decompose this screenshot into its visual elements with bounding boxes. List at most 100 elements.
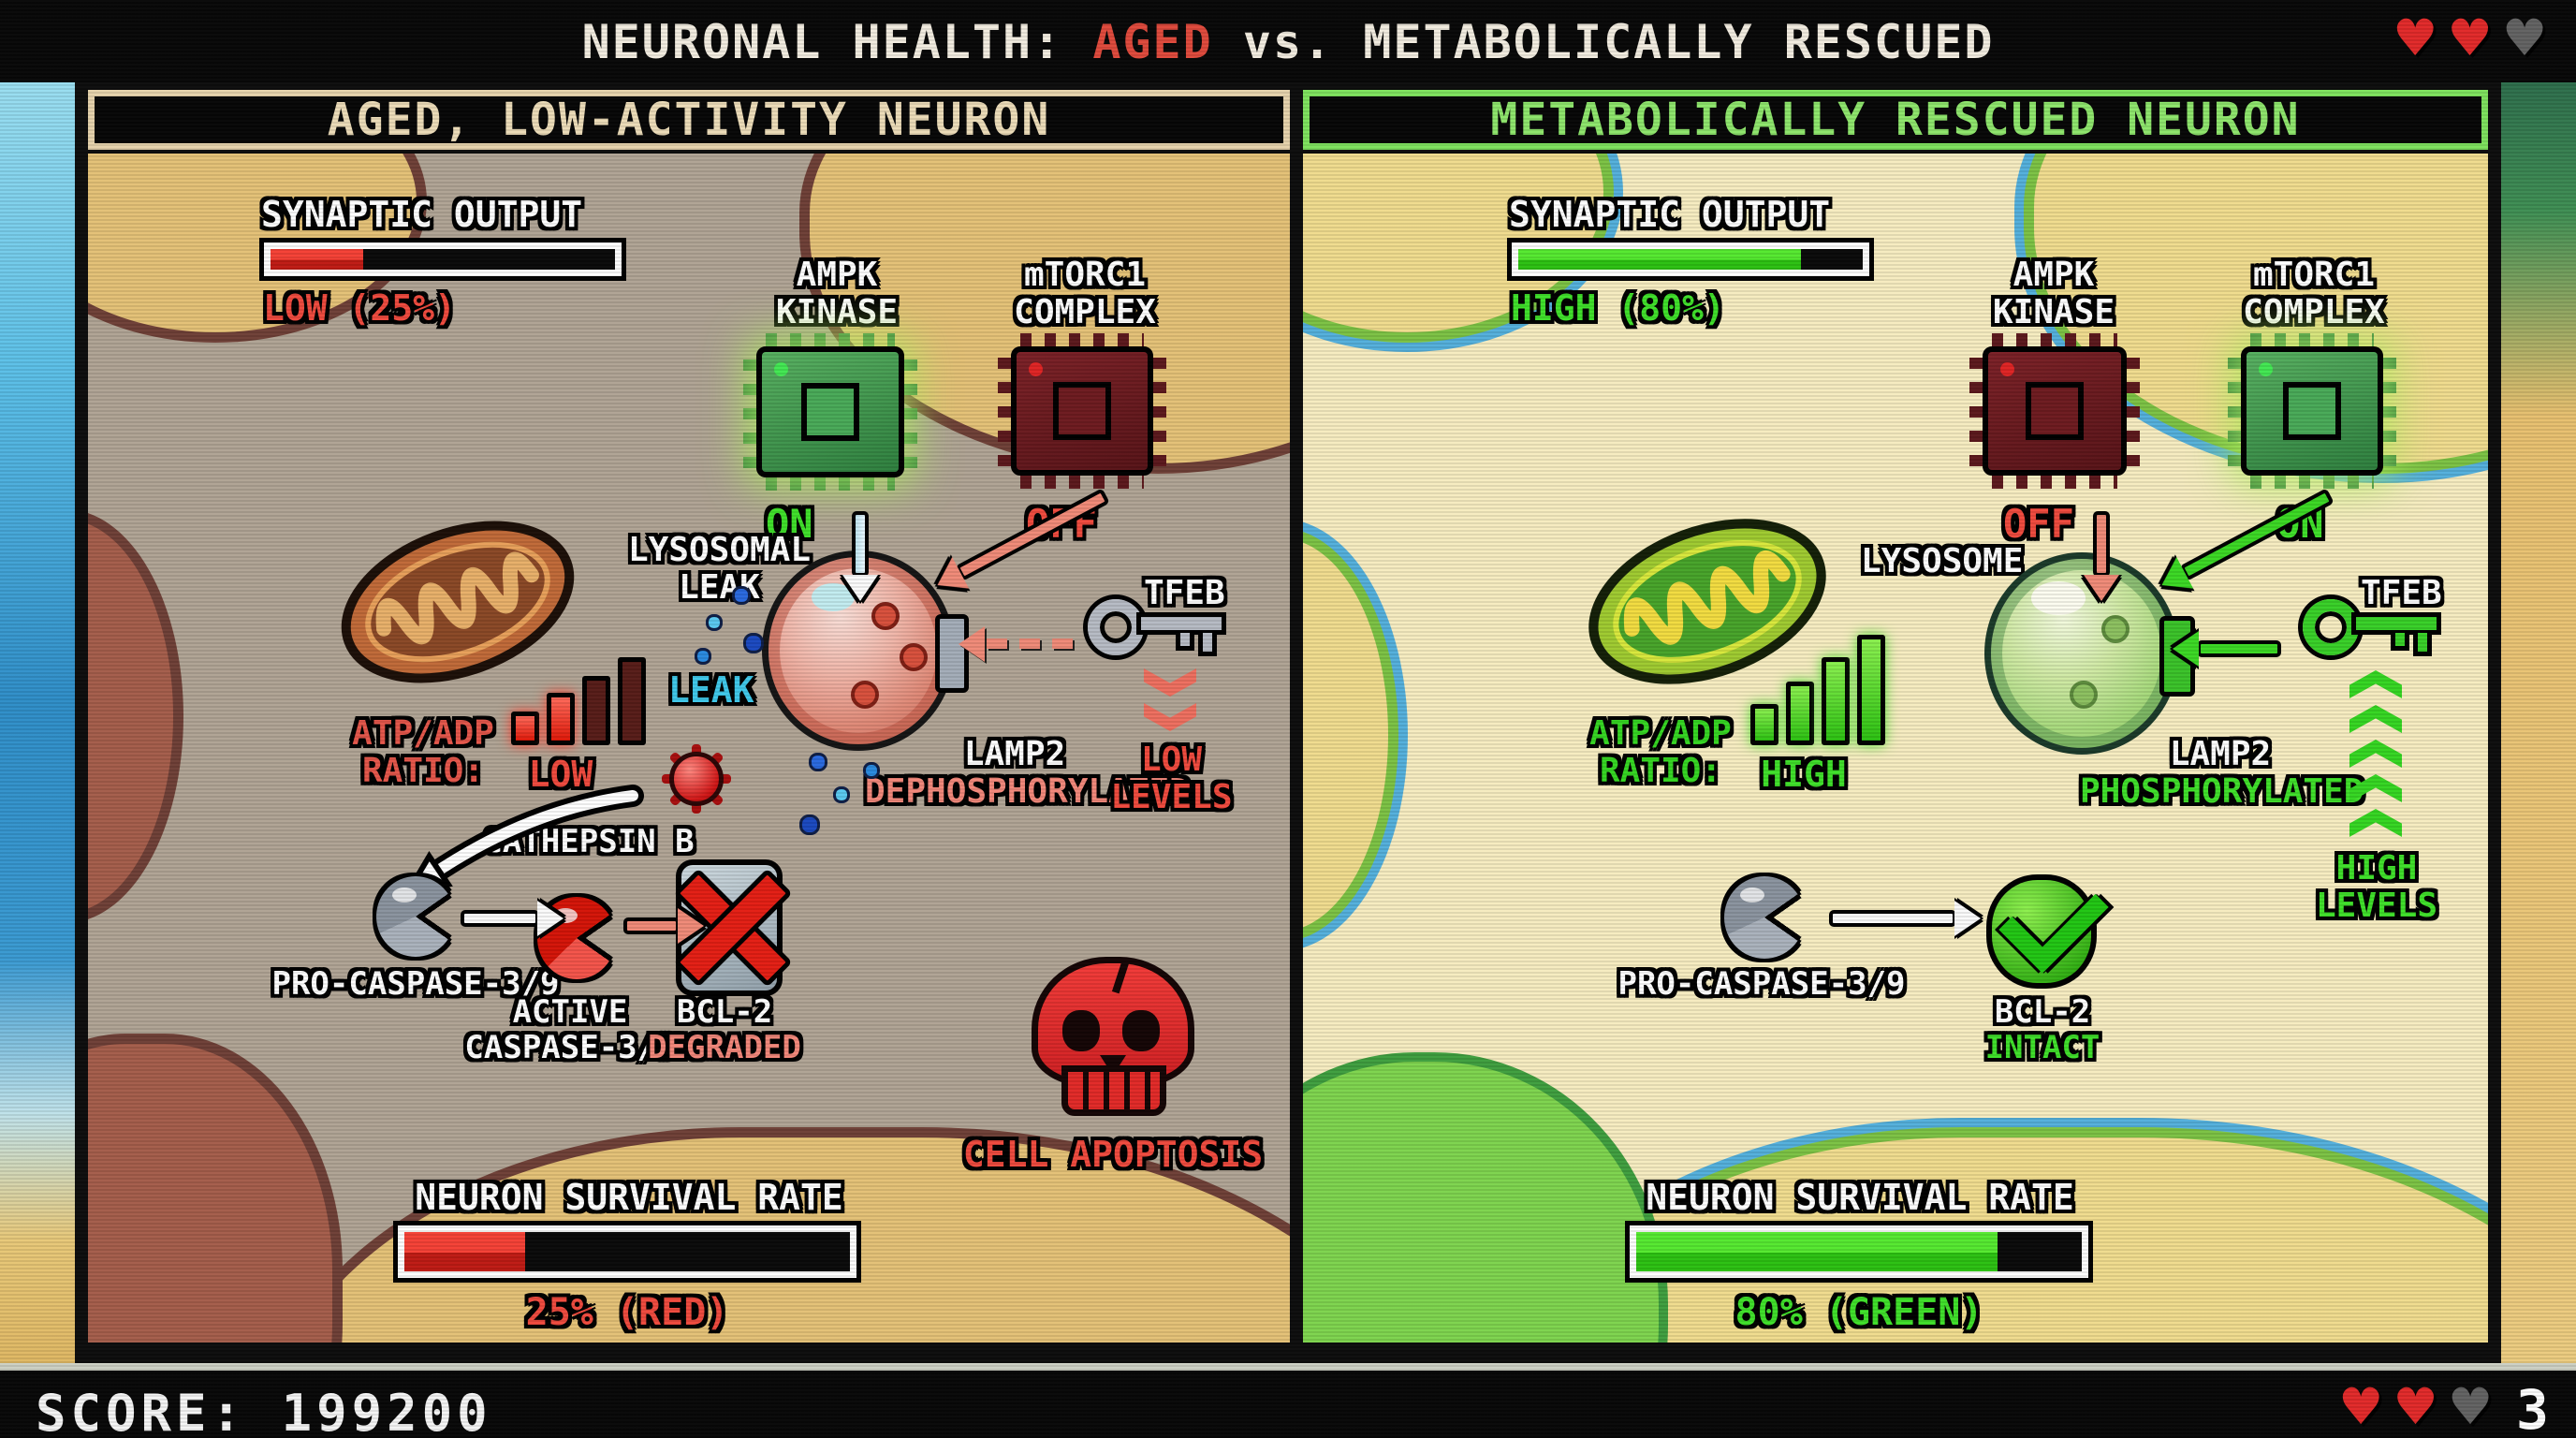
title-part1: NEURONAL HEALTH: bbox=[581, 15, 1093, 69]
score-display: SCORE: 199200 bbox=[36, 1384, 492, 1438]
synaptic-output-status: LOW (25%) bbox=[263, 287, 456, 329]
heart-icon: ♥ bbox=[2393, 8, 2438, 67]
leak-droplet bbox=[695, 648, 711, 665]
beach-background bbox=[2501, 82, 2576, 1371]
atp-adp-value: LOW bbox=[528, 754, 593, 795]
leak-droplet bbox=[833, 786, 850, 803]
synaptic-output-status: HIGH (80%) bbox=[1511, 287, 1725, 329]
tfeb-arrow-icon bbox=[2197, 640, 2281, 657]
tfeb-label: TFEB bbox=[1144, 574, 1225, 612]
synaptic-output-meter bbox=[1507, 238, 1874, 281]
heart-icon: ♥ bbox=[2393, 1377, 2438, 1436]
procaspase-label: PRO-CASPASE-3/9 bbox=[1617, 965, 1906, 1003]
lives-count: 3 bbox=[2516, 1378, 2549, 1438]
arrow-icon bbox=[1829, 910, 1956, 927]
left-header-label: AGED, LOW-ACTIVITY NEURON bbox=[327, 94, 1051, 146]
signal-bars-icon bbox=[1750, 635, 1885, 745]
tfeb-key-icon bbox=[2303, 595, 2443, 663]
procaspase-label: PRO-CASPASE-3/9 bbox=[271, 965, 560, 1003]
bottom-bar bbox=[0, 1371, 2576, 1438]
leak-droplet bbox=[799, 814, 820, 835]
leak-droplet bbox=[809, 753, 827, 771]
meter-fill bbox=[404, 1232, 525, 1271]
ampk-chip-icon bbox=[1969, 333, 2140, 489]
lysosome-icon bbox=[1984, 552, 2179, 755]
down-arrow-icon bbox=[852, 511, 869, 577]
mitochondrion-icon bbox=[1588, 519, 1826, 684]
survival-status: 25% (RED) bbox=[525, 1291, 729, 1334]
atp-adp-value: HIGH bbox=[1761, 754, 1847, 795]
survival-label: NEURON SURVIVAL RATE bbox=[415, 1177, 843, 1218]
heart-empty-icon: ♥ bbox=[2501, 8, 2548, 67]
right-header-label: METABOLICALLY RESCUED NEURON bbox=[1490, 94, 2301, 146]
synaptic-output-label: SYNAPTIC OUTPUT bbox=[1509, 194, 1831, 235]
leak-droplet bbox=[743, 633, 764, 653]
leak-droplet bbox=[732, 586, 751, 605]
up-chevrons-icon bbox=[2349, 670, 2402, 837]
meter-track bbox=[271, 249, 615, 270]
membrane-blob bbox=[88, 1034, 343, 1343]
apoptosis-label: CELL APOPTOSIS bbox=[962, 1134, 1264, 1175]
title-aged: AGED bbox=[1092, 15, 1213, 69]
leak-label: LEAK bbox=[668, 669, 754, 711]
leak-droplet bbox=[863, 762, 880, 779]
cathepsin-b-icon bbox=[662, 744, 731, 814]
dashed-arrow-icon bbox=[959, 626, 1073, 662]
leak-droplet bbox=[706, 614, 723, 631]
survival-meter bbox=[393, 1221, 861, 1283]
skull-icon bbox=[1032, 957, 1194, 1116]
meter-fill bbox=[1636, 1232, 1998, 1271]
mtorc1-chip-icon bbox=[998, 333, 1166, 489]
top-bar: NEURONAL HEALTH: AGED vs. METABOLICALLY … bbox=[0, 0, 2576, 82]
synaptic-output-meter bbox=[259, 238, 626, 281]
signal-bars-icon bbox=[511, 657, 646, 745]
title-part2: vs. METABOLICALLY RESCUED bbox=[1212, 15, 1995, 69]
ocean-background bbox=[0, 82, 75, 1371]
grass-blob bbox=[1303, 1052, 1668, 1343]
ampk-state: ON bbox=[766, 501, 813, 547]
health-hearts-top: ♥ ♥ ♥ bbox=[2393, 13, 2547, 64]
down-arrow-icon bbox=[2093, 511, 2110, 577]
tfeb-label: TFEB bbox=[2361, 574, 2442, 612]
heart-icon: ♥ bbox=[2447, 8, 2493, 67]
tfeb-key-icon bbox=[1088, 595, 1228, 663]
left-panel-header: AGED, LOW-ACTIVITY NEURON bbox=[88, 90, 1290, 150]
heart-icon: ♥ bbox=[2338, 1377, 2384, 1436]
arrow-icon bbox=[461, 910, 539, 927]
health-hearts-bottom: ♥ ♥ ♥ bbox=[2338, 1382, 2493, 1432]
down-chevrons-icon bbox=[1144, 668, 1196, 731]
page-title: NEURONAL HEALTH: AGED vs. METABOLICALLY … bbox=[0, 15, 2576, 69]
synaptic-output-label: SYNAPTIC OUTPUT bbox=[261, 194, 583, 235]
score-label: SCORE: bbox=[36, 1384, 247, 1438]
score-value: 199200 bbox=[281, 1384, 492, 1438]
lysosome-label: LYSOSOME bbox=[1861, 542, 2024, 580]
mitochondrion-icon bbox=[341, 521, 575, 683]
procaspase-icon bbox=[376, 876, 455, 957]
membrane-blob bbox=[88, 509, 183, 923]
right-panel-header: METABOLICALLY RESCUED NEURON bbox=[1303, 90, 2488, 150]
meter-fill bbox=[1518, 249, 1801, 270]
main-stage: AGED, LOW-ACTIVITY NEURON METABOLICALLY … bbox=[75, 82, 2501, 1363]
meter-fill bbox=[271, 249, 364, 270]
survival-meter bbox=[1625, 1221, 2093, 1283]
membrane-blob bbox=[1303, 528, 1398, 942]
heart-empty-icon: ♥ bbox=[2447, 1377, 2494, 1436]
ampk-state: OFF bbox=[2003, 501, 2074, 547]
survival-label: NEURON SURVIVAL RATE bbox=[1646, 1177, 2074, 1218]
